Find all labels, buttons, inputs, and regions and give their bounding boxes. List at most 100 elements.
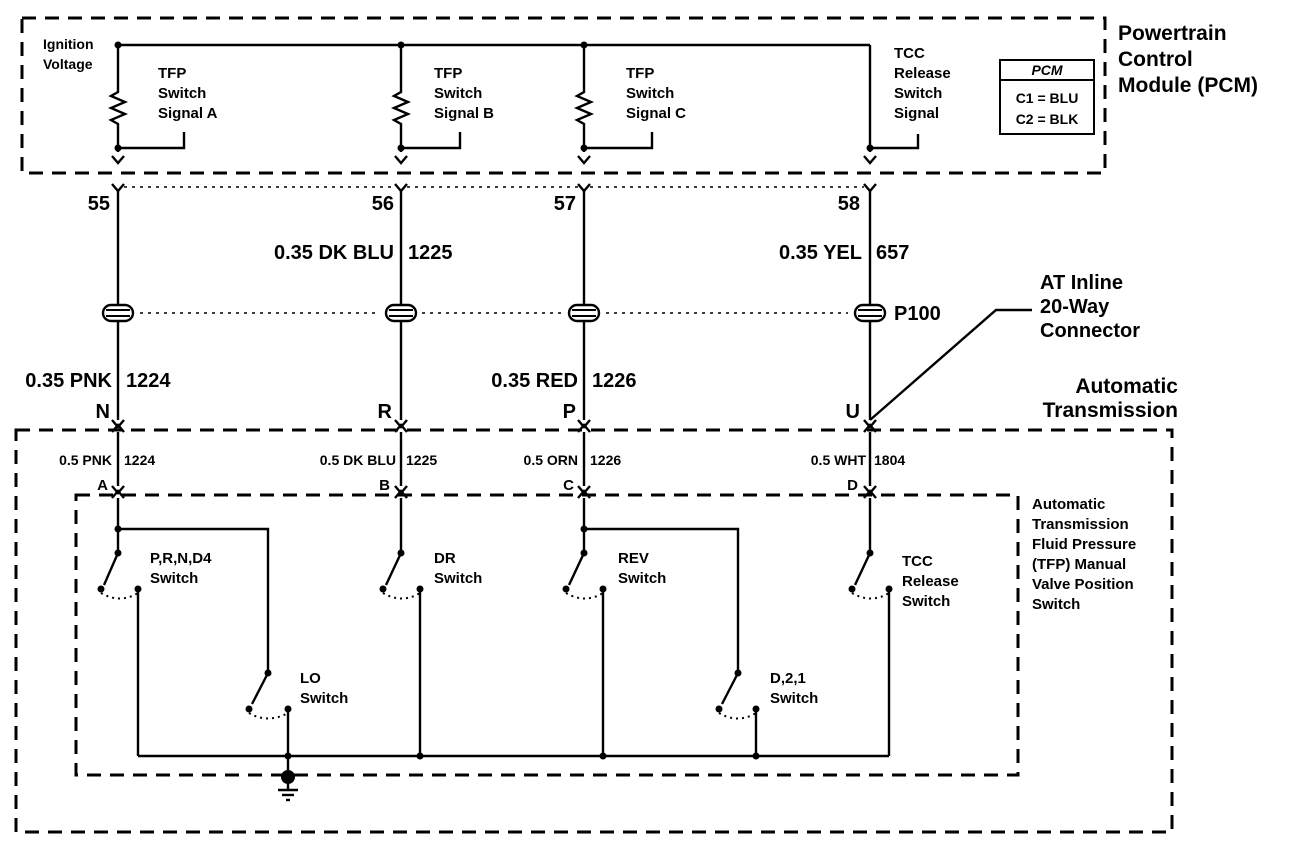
at-title-line-2: Transmission (1043, 399, 1178, 422)
wire-57-color: 0.35 RED (491, 370, 578, 392)
dr-switch-label-1: DR (434, 550, 456, 567)
tfp-signal-b-label-3: Signal B (434, 105, 494, 122)
inline-terminal-3 (567, 303, 601, 323)
ignition-voltage-label-2: Voltage (43, 56, 93, 72)
trans-wire-a-circuit: 1224 (124, 452, 155, 468)
at-title-line-1: Automatic (1075, 375, 1178, 398)
dr-switch-circuit (379, 498, 424, 756)
tcc-switch-label-1: TCC (902, 553, 933, 570)
automatic-transmission-boundary (14, 428, 1174, 834)
switch-pin-b: B (379, 477, 390, 494)
connector-id-p100: P100 (894, 303, 941, 325)
tcc-switch-label-3: Switch (902, 593, 950, 610)
legend-header: PCM (1031, 62, 1062, 78)
switch-connector-terminals (111, 485, 877, 499)
tfp-switch-title: Automatic Transmission Fluid Pressure (T… (1032, 496, 1136, 613)
trans-wire-d-color: 0.5 WHT (811, 452, 867, 468)
legend-row-c2: C2 = BLK (1016, 111, 1079, 127)
tfp-signal-c-circuit (573, 45, 654, 165)
tfp-signal-a-label-1: TFP (158, 65, 186, 82)
inline-pin-n: N (96, 401, 110, 423)
tfp-signal-a-label-2: Switch (158, 85, 206, 102)
legend-row-c1: C1 = BLU (1016, 90, 1079, 106)
trans-internal-wires (116, 432, 872, 486)
lo-switch-label-1: LO (300, 670, 321, 687)
wire-56-circuit: 1225 (408, 242, 453, 264)
tfp-signal-a-circuit (107, 45, 186, 165)
inline-terminal-2 (384, 303, 418, 323)
tcc-signal-label-4: Signal (894, 105, 939, 122)
at-entry-terminals (111, 419, 877, 433)
prnd4-switch-circuit (97, 498, 270, 756)
tfp-signal-a-label-3: Signal A (158, 105, 218, 122)
tcc-signal-label-2: Release (894, 65, 951, 82)
inline-terminal-4 (853, 303, 887, 323)
d21-switch-label-2: Switch (770, 690, 818, 707)
tcc-signal-label-1: TCC (894, 45, 925, 62)
trans-wire-c-color: 0.5 ORN (524, 452, 578, 468)
tfp-title-line-1: Automatic (1032, 496, 1105, 513)
tfp-title-line-6: Switch (1032, 596, 1080, 613)
ground-bus (138, 752, 889, 760)
tcc-switch-label-2: Release (902, 573, 959, 590)
tcc-signal-label-3: Switch (894, 85, 942, 102)
tfp-signal-c-label-3: Signal C (626, 105, 686, 122)
lo-switch-label-2: Switch (300, 690, 348, 707)
prnd4-switch-label-2: Switch (150, 570, 198, 587)
tfp-signal-b-circuit (390, 45, 462, 165)
switch-pin-d: D (847, 477, 858, 494)
pcm-title-line-2: Control (1118, 48, 1193, 71)
pcm-pin-58: 58 (838, 193, 860, 215)
inline-terminal-1 (101, 303, 135, 323)
trans-wire-a-color: 0.5 PNK (59, 452, 112, 468)
lo-switch-circuit (245, 669, 292, 776)
connector-callout-line-3: Connector (1040, 320, 1140, 342)
d21-switch-circuit (715, 669, 760, 756)
tfp-signal-b-label-2: Switch (434, 85, 482, 102)
tfp-title-line-3: Fluid Pressure (1032, 536, 1136, 553)
wire-58-circuit: 657 (876, 242, 909, 264)
tfp-signal-c-label-1: TFP (626, 65, 654, 82)
rev-switch-label-2: Switch (618, 570, 666, 587)
pcm-ignition-bus (114, 41, 870, 49)
switch-pin-a: A (97, 477, 108, 494)
trans-wire-d-circuit: 1804 (874, 452, 905, 468)
wire-57-circuit: 1226 (592, 370, 637, 392)
switch-pin-c: C (563, 477, 574, 494)
wire-55-circuit: 1224 (126, 370, 171, 392)
trans-wire-b-circuit: 1225 (406, 452, 437, 468)
pcm-pin-terminals (111, 183, 877, 193)
tcc-release-signal-circuit (863, 45, 920, 165)
pcm-pin-57: 57 (554, 193, 576, 215)
tfp-signal-b-label-1: TFP (434, 65, 462, 82)
rev-switch-circuit (562, 498, 740, 756)
prnd4-switch-label-1: P,R,N,D4 (150, 550, 212, 567)
ground-icon (278, 770, 298, 802)
trans-wire-c-circuit: 1226 (590, 452, 621, 468)
connector-callout-line-2: 20-Way (1040, 296, 1110, 318)
inline-pin-p: P (563, 401, 576, 423)
trans-wire-b-color: 0.5 DK BLU (320, 452, 396, 468)
wire-56-color: 0.35 DK BLU (274, 242, 394, 264)
tfp-switch-boundary (74, 493, 1020, 777)
inline-connector-p100 (101, 303, 887, 323)
pcm-title-line-3: Module (PCM) (1118, 74, 1258, 97)
tfp-title-line-4: (TFP) Manual (1032, 556, 1126, 573)
inline-pin-u: U (846, 401, 860, 423)
pcm-pin-56: 56 (372, 193, 394, 215)
connector-callout-leader (869, 308, 1032, 421)
tfp-signal-c-label-2: Switch (626, 85, 674, 102)
wire-55-color: 0.35 PNK (25, 370, 112, 392)
d21-switch-label-1: D,2,1 (770, 670, 806, 687)
tfp-title-line-2: Transmission (1032, 516, 1129, 533)
tcc-release-switch-circuit (848, 498, 893, 756)
pcm-boundary (20, 16, 1107, 175)
wire-58-color: 0.35 YEL (779, 242, 862, 264)
dr-switch-label-2: Switch (434, 570, 482, 587)
rev-switch-label-1: REV (618, 550, 649, 567)
ignition-voltage-label-1: Ignition (43, 36, 94, 52)
pcm-pin-55: 55 (88, 193, 110, 215)
tfp-title-line-5: Valve Position (1032, 576, 1134, 593)
pcm-title-line-1: Powertrain (1118, 22, 1227, 45)
